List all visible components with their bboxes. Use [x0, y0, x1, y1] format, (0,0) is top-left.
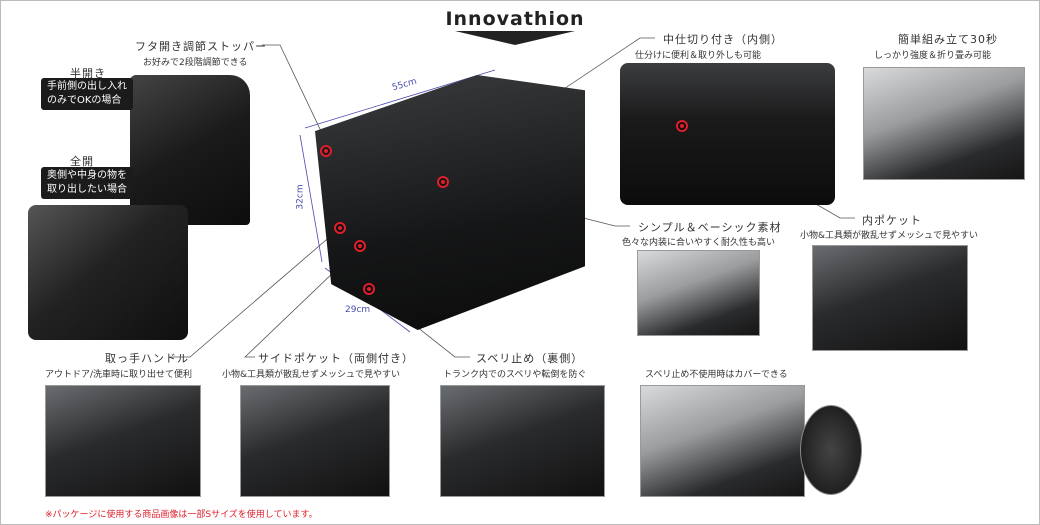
- full-open-title: 全開: [70, 155, 94, 168]
- hotspot-handle: [334, 222, 346, 234]
- divider-desc: 仕分けに便利＆取り外しも可能: [635, 51, 762, 61]
- brand-name: Innovathion: [445, 8, 585, 30]
- hotspot-anti-slip: [363, 283, 375, 295]
- divider-title: 中仕切り付き（内側）: [663, 33, 783, 46]
- hotspot-material: [437, 176, 449, 188]
- anti-slip-desc: トランク内でのスベリや転倒を防ぐ: [443, 370, 587, 380]
- half-open-photo: [130, 75, 250, 225]
- material-title: シンプル＆ベーシック素材: [638, 221, 782, 234]
- assembly-title: 簡単組み立て30秒: [898, 33, 998, 46]
- full-open-desc: 奥側や中身の物を 取り出したい場合: [41, 167, 133, 199]
- handle-photo: [45, 385, 201, 497]
- brand-logo: Innovathion: [430, 8, 600, 45]
- divider-photo: [620, 63, 835, 205]
- cover-photo: [640, 385, 805, 497]
- material-photo: [637, 250, 760, 336]
- full-open-desc-line2: 取り出したい場合: [47, 184, 127, 195]
- material-desc: 色々な内装に合いやすく耐久性も高い: [622, 238, 776, 248]
- depth-dimension: 29cm: [345, 305, 371, 315]
- full-open-photo: [28, 205, 188, 340]
- half-open-desc-line1: 手前側の出し入れ: [47, 81, 127, 92]
- inner-pocket-title: 内ポケット: [862, 214, 922, 227]
- half-open-title: 半開き: [70, 67, 106, 80]
- cover-detail-photo: [800, 405, 862, 495]
- hotspot-inner-pocket: [676, 120, 688, 132]
- inner-pocket-desc: 小物&工具類が散乱せずメッシュで見やすい: [800, 231, 979, 241]
- anti-slip-photo: [440, 385, 605, 497]
- full-open-desc-line1: 奥側や中身の物を: [47, 170, 127, 181]
- hotspot-side-pocket: [354, 240, 366, 252]
- chevron-down-icon: [455, 31, 575, 45]
- handle-title: 取っ手ハンドル: [105, 352, 189, 365]
- assembly-desc: しっかり強度＆折り畳み可能: [874, 51, 992, 61]
- stopper-title: フタ開き調節ストッパー: [135, 40, 267, 53]
- half-open-desc: 手前側の出し入れ のみでOKの場合: [41, 78, 133, 110]
- side-pocket-title: サイドポケット（両側付き）: [258, 352, 414, 365]
- side-pocket-photo: [240, 385, 390, 497]
- side-pocket-desc: 小物&工具類が散乱せずメッシュで見やすい: [222, 370, 401, 380]
- height-dimension: 32cm: [295, 184, 306, 210]
- half-open-desc-line2: のみでOKの場合: [47, 95, 122, 106]
- inner-pocket-photo: [812, 245, 968, 351]
- stopper-desc: お好みで2段階調節できる: [143, 58, 248, 68]
- footnote: ※パッケージに使用する商品画像は一部Sサイズを使用しています。: [45, 510, 318, 520]
- anti-slip-title: スベリ止め（裏側）: [476, 352, 584, 365]
- cover-desc: スベリ止め不使用時はカバーできる: [645, 370, 788, 380]
- assembly-photo: [863, 67, 1025, 180]
- handle-desc: アウトドア/洗車時に取り出せて便利: [45, 370, 193, 380]
- hotspot-stopper: [320, 145, 332, 157]
